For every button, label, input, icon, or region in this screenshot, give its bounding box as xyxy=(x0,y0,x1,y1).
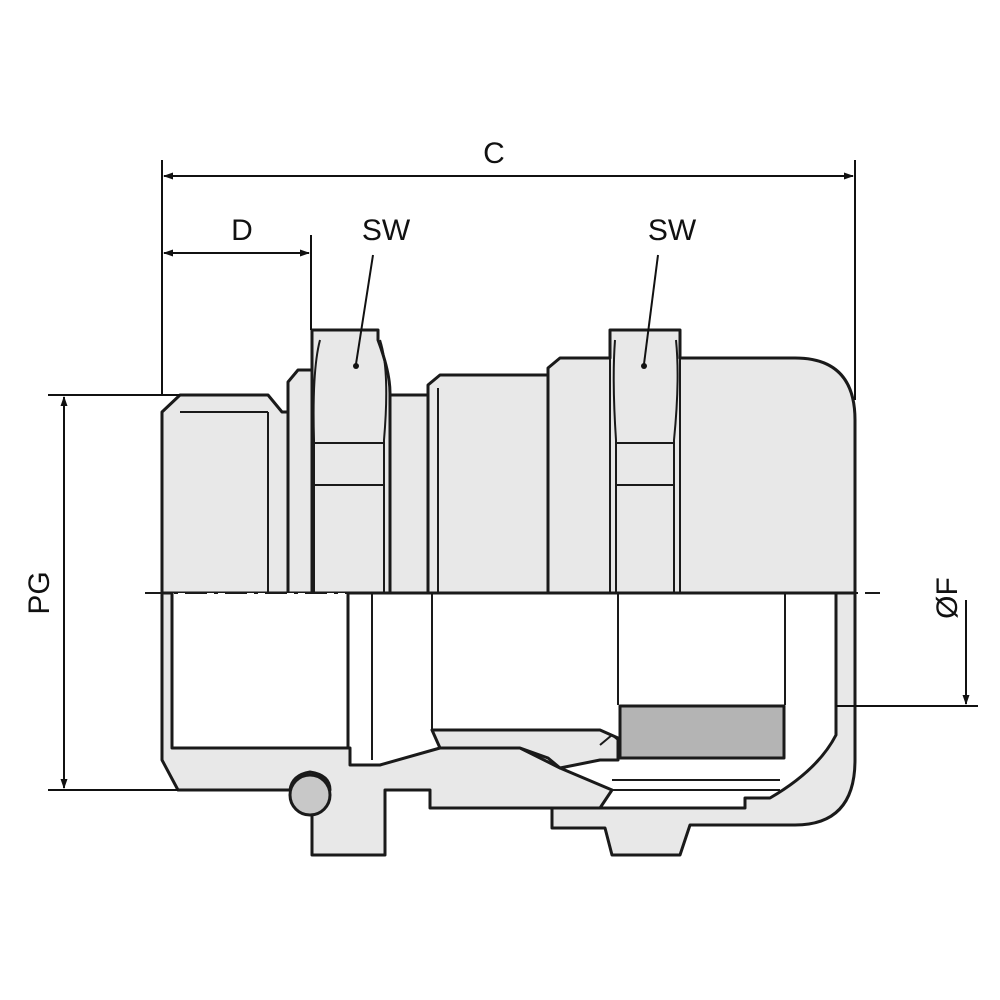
dome-cap-section xyxy=(550,591,857,857)
bore-outline xyxy=(170,593,350,750)
sw-leader-1 xyxy=(355,254,374,365)
neck-exterior xyxy=(388,393,430,595)
dome-cap-exterior xyxy=(546,328,857,595)
body-hex-nut xyxy=(310,328,392,595)
label-pg: PG xyxy=(23,571,56,614)
o-ring-section xyxy=(288,773,332,817)
seal-insert-section xyxy=(618,704,786,760)
dimension-lines xyxy=(48,160,978,791)
collar-exterior xyxy=(286,368,314,595)
sw-leader-2 xyxy=(643,254,659,365)
clamping-insert-section xyxy=(430,728,620,770)
label-sw-2: SW xyxy=(648,214,697,247)
thread-body-exterior xyxy=(160,393,290,595)
label-d: D xyxy=(231,214,253,247)
section-view xyxy=(160,591,857,857)
label-sw-1: SW xyxy=(362,214,411,247)
label-c: C xyxy=(483,137,505,170)
label-f: ØF xyxy=(931,577,964,619)
exterior-view xyxy=(160,328,857,595)
middle-sleeve-exterior xyxy=(426,373,550,595)
